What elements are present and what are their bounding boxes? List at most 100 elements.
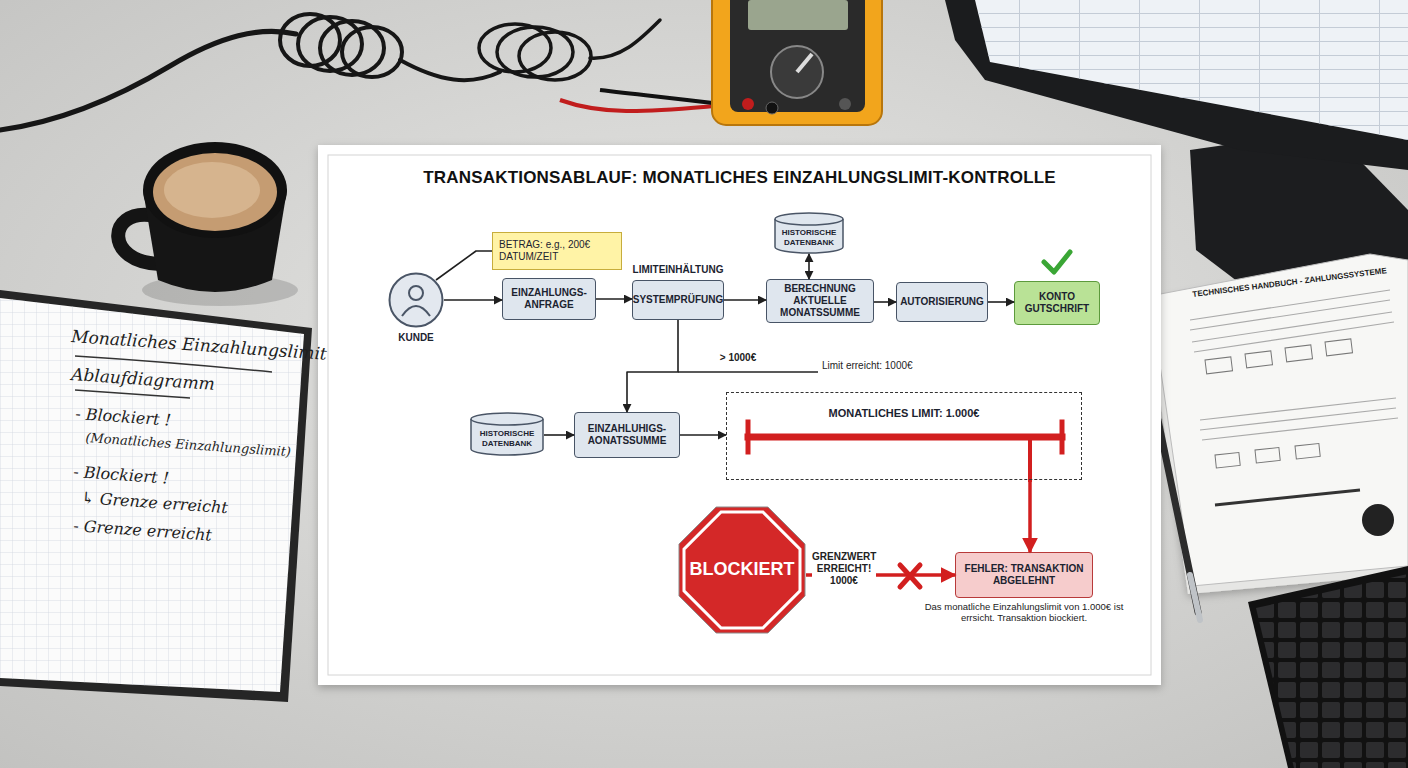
person-head [409, 286, 423, 300]
coiled-cable [519, 32, 591, 80]
handwritten-note: - Blockiert ! [73, 462, 170, 488]
person-body [402, 306, 430, 316]
limit-frame: MONATLICHES LIMIT: 1.000€ [726, 392, 1082, 480]
node-text: SYSTEMPRÜFUNG [633, 294, 724, 306]
cylinder-body [775, 213, 843, 253]
node-caption: KUNDE [348, 332, 484, 344]
handwritten-note: Ablaufdiagramm [71, 364, 216, 394]
flow-arrow [680, 434, 726, 436]
keyboard [1256, 574, 1408, 768]
coiled-cable [320, 21, 384, 75]
process-box: LIMITEINHÄLTUNGSYSTEMPRÜFUNG [632, 280, 724, 320]
flow-arrow [544, 434, 574, 436]
handwritten-note: - Grenze erreicht [73, 516, 213, 545]
keyboard [1248, 566, 1408, 768]
limit-bar [748, 434, 1062, 441]
coffee-mug [153, 153, 277, 231]
cylinder-rim [775, 219, 843, 225]
pen [1158, 420, 1200, 620]
actor-circle: KUNDE [388, 272, 444, 328]
stop-octagon: BLOCKIERT [678, 506, 806, 634]
multimeter [839, 98, 851, 110]
multimeter [797, 54, 812, 72]
flow-arrow [436, 251, 492, 280]
octagon-rim [684, 512, 800, 628]
edge-label: > 1000€ [706, 352, 770, 364]
note-box: BETRAG: e.g., 200€ DATUM/ZEIT [492, 232, 622, 270]
technical-manual [1362, 504, 1394, 536]
limit-bar [746, 422, 751, 452]
multimeter [742, 98, 754, 110]
error-arrow [1028, 480, 1032, 552]
coffee-mug [143, 142, 287, 238]
annotation: Limit erreicht: 1000€ [822, 360, 914, 372]
coiled-cable [342, 27, 402, 77]
node-text: BETRAG: e.g., 200€ DATUM/ZEIT [499, 239, 615, 263]
octagon-fill [679, 507, 805, 633]
coiled-cable [298, 17, 362, 71]
leader-line [678, 371, 818, 373]
success-box: KONTO GUTSCHRIFT [1014, 281, 1100, 325]
flow-arrow [808, 254, 810, 279]
limit-bar [748, 422, 1062, 480]
node-text: BERECHNUNG AKTUELLE MONATSSUMME [771, 283, 869, 319]
technical-manual [1245, 351, 1273, 368]
flow-arrow [444, 299, 502, 301]
technical-manual [1285, 345, 1313, 362]
monitor [975, 0, 1408, 140]
multimeter [748, 0, 848, 30]
flow-arrow [988, 301, 1014, 303]
monitor [975, 0, 1408, 140]
multimeter [766, 102, 778, 114]
flow-arrow [596, 298, 632, 300]
technical-manual [1150, 254, 1408, 586]
check-mark [1044, 252, 1070, 272]
node-text: MONATLICHES LIMIT: 1.000€ [829, 407, 980, 420]
technical-manual [1295, 443, 1320, 458]
paper-sheet [328, 155, 1151, 675]
technical-manual [1190, 290, 1394, 352]
handwritten-note: (Monatliches Einzahlungslimit) [85, 430, 292, 459]
technical-manual [1255, 447, 1280, 462]
technical-manual [1215, 452, 1240, 467]
coiled-cable [0, 14, 660, 130]
node-text: EINZAHLUHIGS- AONATSSUMME [579, 423, 675, 447]
monitor [945, 0, 1408, 170]
coffee-mug [164, 162, 260, 218]
multimeter [712, 0, 882, 125]
flow-arrow [724, 299, 766, 301]
limit-bar [1060, 422, 1065, 452]
handwritten-note: Monatliches Einzahlungslimit [71, 326, 328, 364]
diagram-title: TRANSAKTIONSABLAUF: MONATLICHES EINZAHLU… [318, 168, 1161, 188]
circle-outline [390, 274, 443, 327]
edge-label: GRENZWERT ERREICHT! 1000€ [812, 551, 876, 587]
pen [1190, 575, 1200, 620]
flow-arrow [627, 320, 678, 412]
keyboard [1248, 566, 1408, 768]
paper-sheet [318, 145, 1161, 685]
technical-manual [1325, 339, 1353, 356]
node-text: BLOCKIERT [690, 559, 795, 581]
database-cylinder: HISTORISCHE DATENBANK [774, 212, 844, 254]
technical-manual [1215, 490, 1360, 505]
database-cylinder: HISTORISCHE DATENBANK [470, 412, 544, 456]
node-caption: Das monatliche Einzahlungslimit von 1.00… [916, 601, 1132, 624]
flow-arrow [874, 301, 896, 303]
node-text: HISTORISCHE DATENBANK [774, 228, 844, 247]
multimeter [730, 0, 865, 112]
error-box: FEHLER: TRANSAKTION ABGELEHNTDas monatli… [955, 552, 1093, 598]
cross-mark [900, 565, 920, 587]
multimeter [771, 46, 823, 98]
cross-mark [900, 565, 920, 587]
node-text: HISTORISCHE DATENBANK [470, 429, 544, 448]
coffee-mug [118, 142, 298, 306]
process-box: AUTORISIERUNG [896, 282, 988, 322]
technical-manual [1200, 398, 1398, 440]
node-text: KONTO GUTSCHRIFT [1019, 291, 1095, 315]
limit-bar [1028, 440, 1032, 480]
handwritten-note: - Blockiert ! [75, 404, 172, 430]
